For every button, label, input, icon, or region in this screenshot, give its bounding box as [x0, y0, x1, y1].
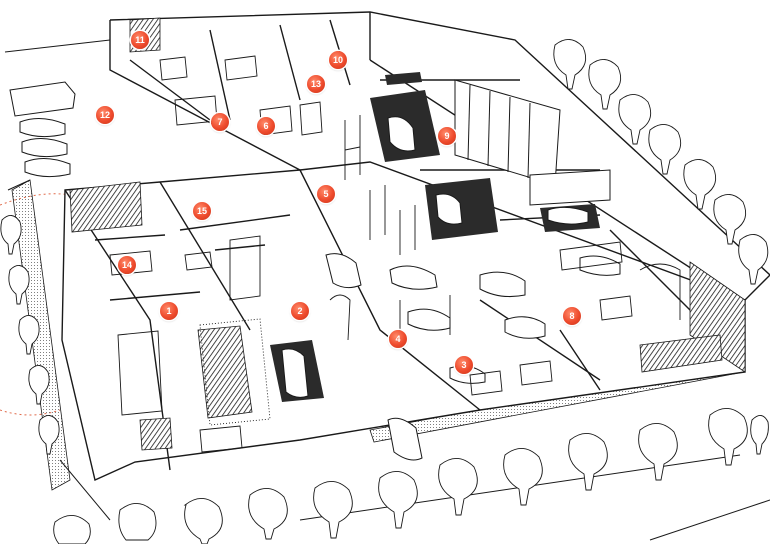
- callout-marker-7: 7: [211, 113, 229, 131]
- callout-marker-4: 4: [389, 330, 407, 348]
- callout-marker-1: 1: [160, 302, 178, 320]
- parked-cars: [9, 81, 76, 178]
- callout-marker-14: 14: [118, 256, 136, 274]
- callout-marker-15: 15: [193, 202, 211, 220]
- callout-marker-9: 9: [438, 127, 456, 145]
- cars: [281, 116, 621, 461]
- callout-marker-12: 12: [96, 106, 114, 124]
- trees: [0, 39, 769, 544]
- callout-marker-2: 2: [291, 302, 309, 320]
- wall-shading: [69, 17, 746, 451]
- workshop-equipment: [109, 55, 681, 453]
- callout-marker-6: 6: [257, 117, 275, 135]
- callout-marker-10: 10: [329, 51, 347, 69]
- callout-marker-13: 13: [307, 75, 325, 93]
- callout-marker-11: 11: [131, 31, 149, 49]
- callout-marker-8: 8: [563, 307, 581, 325]
- callout-marker-3: 3: [455, 356, 473, 374]
- paint-booth: [454, 79, 611, 206]
- callout-marker-5: 5: [317, 185, 335, 203]
